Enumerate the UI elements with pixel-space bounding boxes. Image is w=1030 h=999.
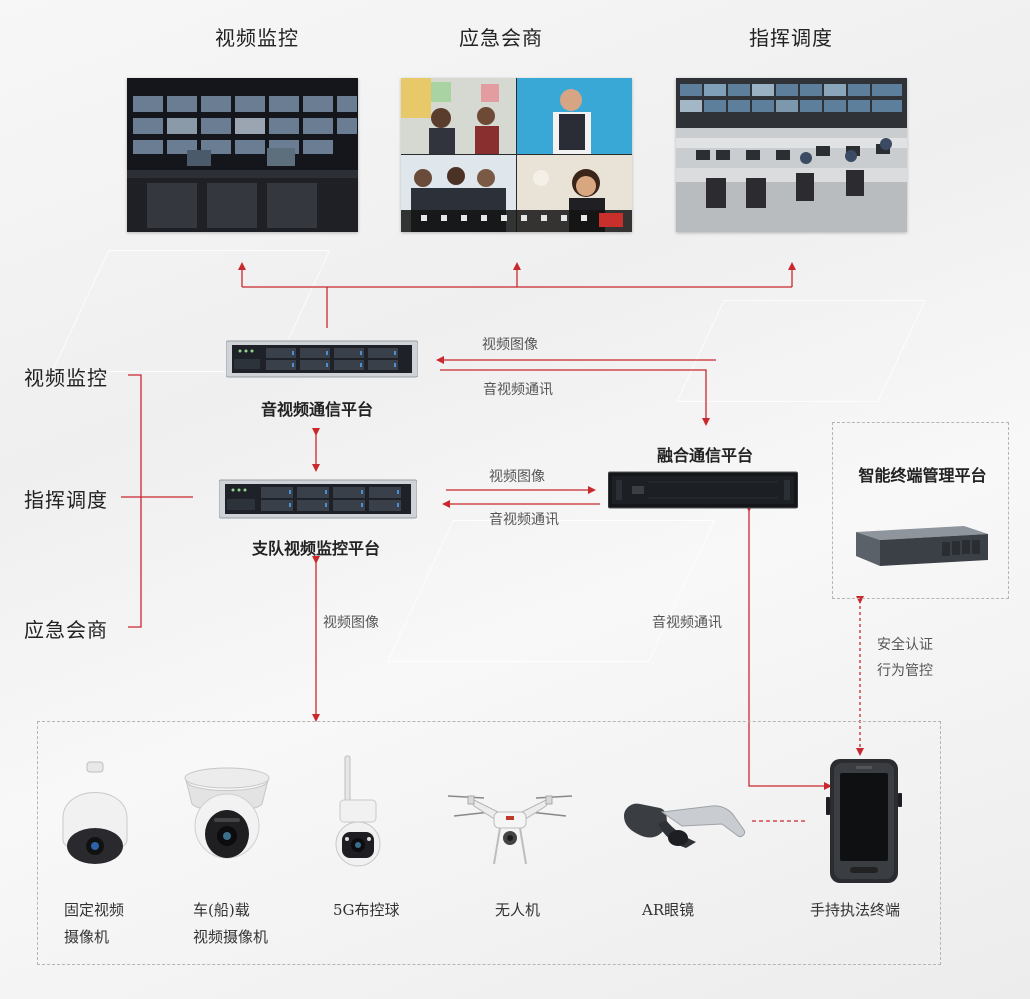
device-label-5g-ball: 5G布控球 — [333, 901, 400, 919]
top-title-command-dispatch: 指挥调度 — [749, 26, 833, 50]
terminal-mgmt-label: 智能终端管理平台 — [858, 466, 987, 485]
device-label-ar-glasses: AR眼镜 — [642, 901, 695, 919]
terminal-mgmt-server-icon — [852, 522, 992, 570]
5g-ball-camera-icon — [332, 754, 382, 872]
video-platform-server-icon — [218, 476, 418, 522]
device-label-drone: 无人机 — [495, 901, 541, 919]
av-platform-label: 音视频通信平台 — [260, 400, 373, 419]
drone-icon — [444, 776, 576, 872]
fusion-platform-server-icon — [607, 470, 799, 510]
handheld-terminal-icon — [826, 757, 902, 885]
edge-label-av-comm: 音视频通讯 — [489, 512, 559, 528]
device-label-line: 车(船)载 — [193, 901, 250, 919]
device-label-fixed-camera: 固定视频 摄像机 — [64, 897, 124, 951]
edge-label-video-image: 视频图像 — [489, 469, 545, 485]
edge-label-behavior-control: 行为管控 — [877, 663, 933, 679]
av-platform-server-icon — [225, 337, 419, 381]
edge-label-av-comm: 音视频通讯 — [652, 615, 722, 631]
emergency-consult-photo — [401, 78, 632, 232]
side-label-video-monitoring: 视频监控 — [24, 366, 108, 390]
edge-label-video-image: 视频图像 — [323, 615, 379, 631]
fusion-platform-label: 融合通信平台 — [656, 446, 753, 465]
side-label-command-dispatch: 指挥调度 — [24, 488, 108, 512]
device-label-line: 视频摄像机 — [193, 928, 269, 946]
device-label-line: 固定视频 — [64, 901, 125, 919]
top-title-emergency-consult: 应急会商 — [459, 26, 543, 50]
command-dispatch-photo — [676, 78, 907, 232]
ar-glasses-icon — [622, 796, 748, 858]
dome-camera-icon — [55, 760, 135, 870]
turret-camera-icon — [182, 764, 272, 864]
terminal-mgmt-box — [832, 422, 1009, 599]
device-label-vehicle-camera: 车(船)载 视频摄像机 — [193, 897, 268, 951]
device-label-line: 摄像机 — [64, 928, 110, 946]
edge-label-av-comm: 音视频通讯 — [483, 382, 553, 398]
video-monitoring-photo — [127, 78, 358, 232]
side-label-emergency-consult: 应急会商 — [24, 618, 108, 642]
devices-box — [37, 721, 941, 965]
device-label-handheld-terminal: 手持执法终端 — [810, 901, 901, 919]
edge-label-video-image: 视频图像 — [482, 337, 538, 353]
video-platform-label: 支队视频监控平台 — [251, 539, 380, 558]
top-title-video-monitoring: 视频监控 — [215, 26, 299, 50]
edge-label-security-auth: 安全认证 — [877, 637, 933, 653]
